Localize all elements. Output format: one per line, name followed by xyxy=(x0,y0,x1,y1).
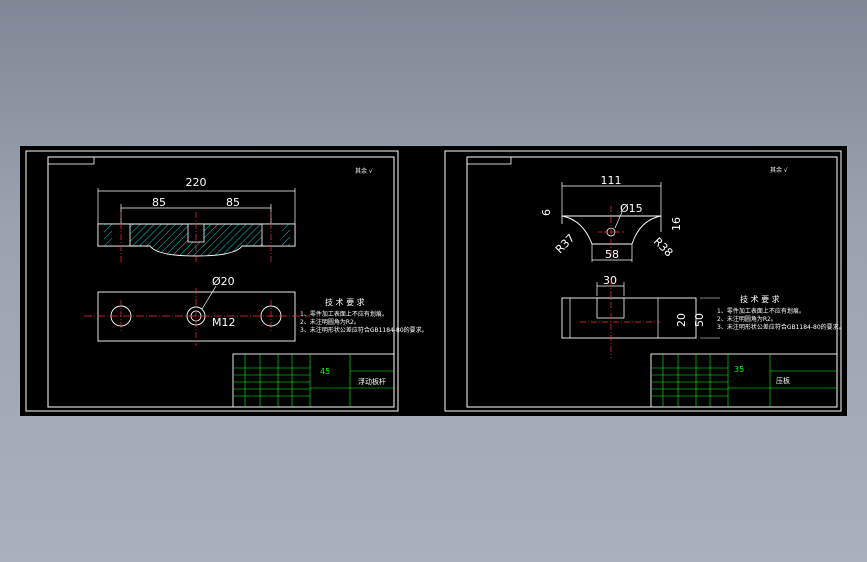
right-tech-item-1: 1、零件加工表面上不应有划痕。 xyxy=(717,307,805,315)
cad-viewport: 其余 √ 220 85 85 xyxy=(20,146,847,416)
left-plan-view: Ø20 M12 xyxy=(84,275,310,346)
dim-6: 6 xyxy=(540,209,553,216)
right-front-view: 30 20 50 xyxy=(561,274,720,358)
left-tech-requirements: 技 术 要 求 1、零件加工表面上不应有划痕。 2、未注明圆角为R2。 3、未注… xyxy=(300,297,428,334)
left-sheet-inner-border xyxy=(47,156,395,408)
dim-dia15: Ø15 xyxy=(620,202,643,215)
right-title-block: 35 压板 xyxy=(650,353,838,408)
left-sheet-outer-border xyxy=(25,150,399,412)
front-outline xyxy=(561,297,697,339)
left-part-name: 浮动板杆 xyxy=(358,377,386,386)
profile-outline xyxy=(561,215,662,245)
right-tech-requirements: 技 术 要 求 1、零件加工表面上不应有划痕。 2、未注明圆角为R2。 3、未注… xyxy=(717,294,845,331)
dim-20: 20 xyxy=(675,313,688,327)
dim-dia20: Ø20 xyxy=(212,275,235,288)
right-tech-item-2: 2、未注明圆角为R2。 xyxy=(717,315,777,323)
dim-85-right: 85 xyxy=(226,196,240,209)
left-sheet: 其余 √ 220 85 85 xyxy=(25,150,428,412)
dim-16: 16 xyxy=(670,217,683,231)
left-title-block: 45 浮动板杆 xyxy=(232,353,395,408)
right-sheet-outer-border xyxy=(444,150,842,412)
cad-drawing-canvas: 其余 √ 220 85 85 xyxy=(25,150,845,412)
right-roughness-note: 其余 √ xyxy=(770,166,788,174)
left-section-view: 220 85 85 xyxy=(97,176,296,264)
right-sheet-inner-border xyxy=(466,156,838,408)
right-profile-view: 111 Ø15 6 16 R37 R38 58 xyxy=(540,174,683,262)
left-sheet-corner-box xyxy=(47,156,95,165)
right-sheet: 其余 √ 111 Ø15 6 16 R37 R38 58 xyxy=(444,150,845,412)
left-roughness-note: 其余 √ xyxy=(355,167,373,175)
dim-m12: M12 xyxy=(212,316,236,329)
left-material: 45 xyxy=(320,367,330,376)
dim-58: 58 xyxy=(605,248,619,261)
dim-50: 50 xyxy=(693,313,706,327)
dim-r37: R37 xyxy=(553,232,577,256)
dim-111: 111 xyxy=(601,174,622,187)
dim-220: 220 xyxy=(186,176,207,189)
left-tech-item-3: 3、未注明形状公差应符合GB1184-80的要求。 xyxy=(300,326,428,334)
dim-30: 30 xyxy=(603,274,617,287)
right-material: 35 xyxy=(734,365,744,374)
left-tech-item-1: 1、零件加工表面上不应有划痕。 xyxy=(300,310,388,318)
right-tech-item-3: 3、未注明形状公差应符合GB1184-80的要求。 xyxy=(717,323,845,331)
left-tech-title: 技 术 要 求 xyxy=(325,297,365,307)
dim-85-left: 85 xyxy=(152,196,166,209)
right-tech-title: 技 术 要 求 xyxy=(740,294,780,304)
right-part-name: 压板 xyxy=(776,376,790,385)
right-sheet-corner-box xyxy=(466,156,512,165)
dim-r38: R38 xyxy=(651,235,675,259)
left-tech-item-2: 2、未注明圆角为R2。 xyxy=(300,318,360,326)
plan-outline xyxy=(97,291,296,342)
